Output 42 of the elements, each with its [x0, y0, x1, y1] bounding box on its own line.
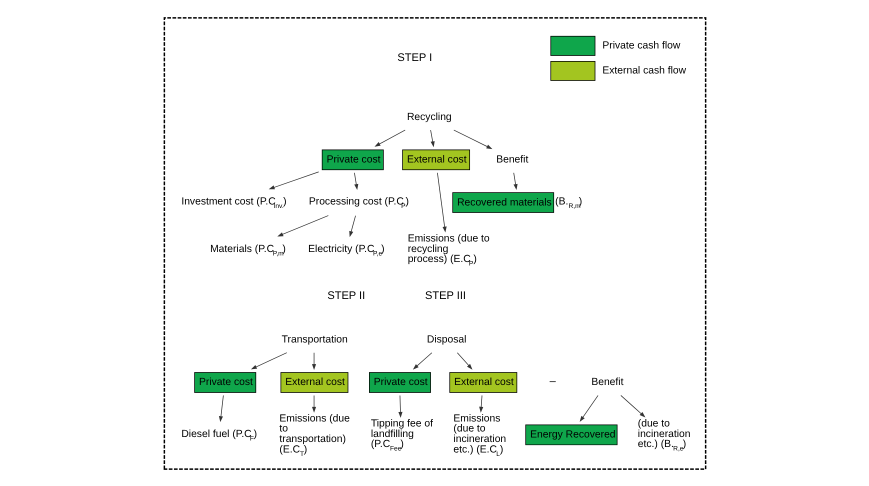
- label: STEP I: [396, 51, 432, 64]
- arrow: [312, 394, 316, 412]
- arrow: [374, 129, 406, 146]
- node-text: Emissions (due to transportation) (E.C$_{T}$): [278, 412, 350, 458]
- arrow: [436, 172, 446, 232]
- node-text: Benefit: [590, 376, 623, 388]
- node-text: Emissions (due to recycling process) (E.C$_{P}$): [407, 232, 490, 268]
- arrow: [412, 352, 432, 370]
- arrow: [250, 352, 287, 369]
- node-text: Diesel fuel (P.C$_{F}$): [180, 428, 257, 442]
- arrow: [348, 214, 356, 237]
- arrow: [620, 394, 645, 417]
- node-text: Benefit: [496, 154, 528, 166]
- arrow: [512, 172, 518, 190]
- node-text: (due to incineration etc.) (B.$_{R,e}$): [637, 418, 690, 452]
- legend-label: Private cash flow: [602, 40, 680, 52]
- arrow: [268, 171, 319, 189]
- arrow: [276, 214, 328, 236]
- node-label: (B.$_{R,m}$): [554, 196, 582, 210]
- arrow: [452, 129, 492, 149]
- arrow: [354, 172, 358, 190]
- cluster: [163, 16, 706, 470]
- arrow: [579, 394, 598, 422]
- arrow: [312, 352, 316, 370]
- arrow: [218, 394, 224, 422]
- node-text: Recycling: [406, 111, 452, 122]
- node-text: Investment cost (P.C$_{Inv.}$): [180, 196, 286, 210]
- label: –: [549, 375, 556, 388]
- arrow: [398, 394, 402, 418]
- node-text: Electricity (P.C$_{P,e}$): [308, 243, 384, 257]
- node-text: Processing cost (P.C$_{P}$): [308, 196, 408, 210]
- node-text: Materials (P.C$_{P,m}$): [210, 243, 286, 257]
- legend-label: External cash flow: [602, 65, 686, 76]
- node-text: Emissions (due to incineration etc.) (E.C$_{L}$): [452, 412, 506, 458]
- arrow: [478, 394, 483, 412]
- label: STEP III: [424, 290, 466, 302]
- node-text: Transportation: [281, 334, 348, 345]
- node-text: Disposal: [426, 334, 466, 345]
- node-text: Tipping fee of landfilling (P.C$_{Fee}$): [370, 418, 432, 452]
- label: STEP II: [326, 290, 365, 302]
- arrow: [430, 129, 434, 147]
- arrow: [456, 352, 472, 370]
